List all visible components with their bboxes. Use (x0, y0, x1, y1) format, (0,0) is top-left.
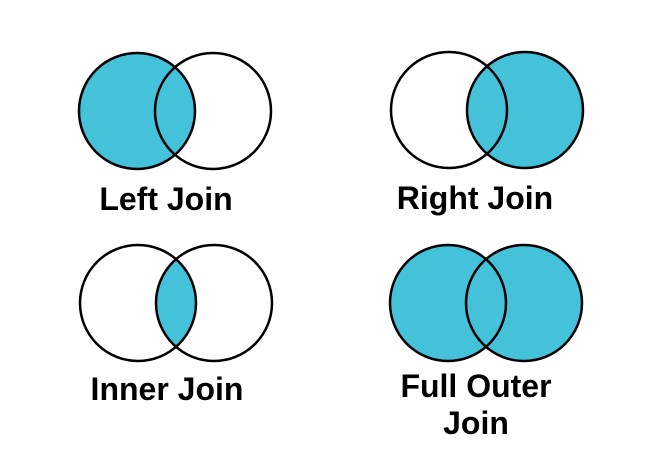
right-circle-outline (464, 243, 584, 363)
venn-diagram-full-outer-join (386, 241, 586, 365)
venn-diagram-left-join (75, 49, 275, 173)
right-circle-outline (153, 51, 273, 171)
caption-right-join: Right Join (396, 180, 554, 216)
right-circle-outline (154, 243, 274, 363)
left-circle-outline (77, 51, 197, 171)
venn-diagram-inner-join (76, 241, 276, 365)
left-join-venn-graphic (77, 51, 273, 171)
right-join-venn-graphic (389, 50, 585, 170)
left-circle-outline (388, 243, 508, 363)
right-circle-outline (465, 50, 585, 170)
right-circle-fill (467, 52, 583, 168)
inner-join-venn-graphic (78, 243, 274, 363)
intersection-fill (156, 245, 196, 361)
venn-diagram-right-join (387, 48, 587, 172)
left-circle-outline (389, 50, 509, 170)
right-circle-fill (466, 245, 582, 361)
caption-full-outer-join: Full Outer Join (400, 368, 552, 441)
caption-inner-join: Inner Join (90, 371, 244, 407)
full-outer-join-venn-graphic (388, 243, 584, 363)
left-circle-outline (78, 243, 198, 363)
caption-left-join: Left Join (99, 181, 233, 217)
left-circle-fill (79, 53, 195, 169)
